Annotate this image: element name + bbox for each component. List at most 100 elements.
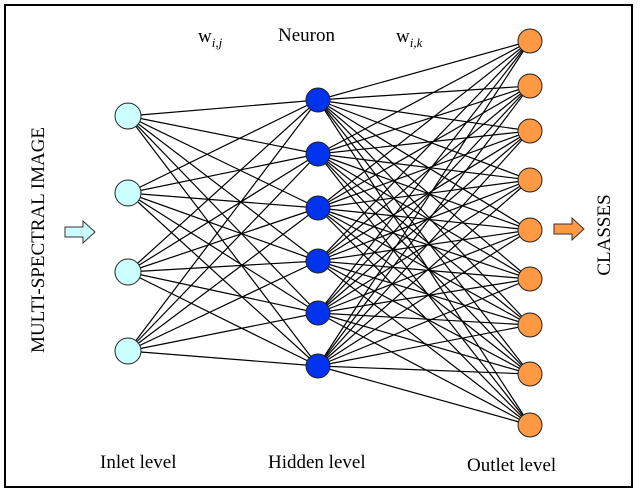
connection-hidden-output bbox=[317, 85, 531, 209]
connection-input-hidden bbox=[127, 99, 319, 117]
connection-input-hidden bbox=[127, 115, 319, 262]
connection-hidden-output bbox=[317, 99, 531, 326]
connection-hidden-output bbox=[317, 85, 531, 155]
weight-ij-label: wi,j bbox=[198, 26, 223, 50]
output-node bbox=[517, 361, 543, 387]
connection-hidden-output bbox=[317, 153, 531, 426]
output-node bbox=[517, 167, 543, 193]
connection-input-hidden bbox=[127, 207, 319, 352]
connection-hidden-output bbox=[317, 130, 531, 155]
connection-hidden-output bbox=[317, 130, 531, 262]
input-side-label-wrap: MULTI-SPECTRAL IMAGE bbox=[8, 95, 68, 385]
connection-input-hidden bbox=[127, 192, 319, 262]
connection-input-hidden bbox=[127, 99, 319, 273]
output-node bbox=[517, 217, 543, 243]
connection-hidden-output bbox=[317, 85, 531, 262]
connection-hidden-output bbox=[317, 153, 531, 181]
connection-hidden-output bbox=[317, 153, 531, 231]
input-node bbox=[114, 258, 142, 286]
connection-input-hidden bbox=[127, 192, 319, 209]
connection-hidden-output bbox=[317, 40, 531, 367]
hidden-node bbox=[305, 248, 331, 274]
connection-hidden-output bbox=[317, 179, 531, 209]
connection-hidden-output bbox=[317, 99, 531, 426]
connection-hidden-output bbox=[317, 324, 531, 367]
connection-hidden-output bbox=[317, 99, 531, 375]
hidden-node bbox=[305, 300, 331, 326]
connection-hidden-output bbox=[317, 365, 531, 426]
connection-input-hidden bbox=[127, 115, 319, 209]
connection-hidden-output bbox=[317, 85, 531, 367]
connection-hidden-output bbox=[317, 99, 531, 280]
connection-hidden-output bbox=[317, 260, 531, 375]
inlet-level-label: Inlet level bbox=[100, 452, 177, 473]
connection-hidden-output bbox=[317, 278, 531, 314]
input-arrow-icon bbox=[64, 219, 96, 245]
connection-hidden-output bbox=[317, 207, 531, 426]
diagram-frame bbox=[4, 4, 633, 488]
connection-hidden-output bbox=[317, 179, 531, 314]
input-node bbox=[114, 179, 142, 207]
connection-input-hidden bbox=[127, 312, 319, 352]
input-node bbox=[114, 337, 142, 365]
hidden-node bbox=[305, 87, 331, 113]
connection-hidden-output bbox=[317, 365, 531, 375]
connection-hidden-output bbox=[317, 99, 531, 132]
connection-input-hidden bbox=[127, 99, 319, 352]
connection-hidden-output bbox=[317, 207, 531, 375]
output-node bbox=[517, 312, 543, 338]
connection-hidden-output bbox=[317, 278, 531, 367]
hidden-node bbox=[305, 141, 331, 167]
connection-hidden-output bbox=[317, 40, 531, 101]
outlet-level-label: Outlet level bbox=[467, 455, 557, 476]
connection-hidden-output bbox=[317, 207, 531, 231]
connection-hidden-output bbox=[317, 229, 531, 262]
connection-hidden-output bbox=[317, 312, 531, 426]
neuron-label: Neuron bbox=[278, 25, 335, 46]
connection-input-hidden bbox=[127, 350, 319, 367]
connection-input-hidden bbox=[127, 207, 319, 273]
connection-hidden-output bbox=[317, 130, 531, 314]
connection-hidden-output bbox=[317, 99, 531, 231]
connection-input-hidden bbox=[127, 115, 319, 314]
connection-hidden-output bbox=[317, 40, 531, 262]
output-node bbox=[517, 118, 543, 144]
connection-hidden-output bbox=[317, 179, 531, 262]
connection-hidden-output bbox=[317, 312, 531, 375]
hidden-node bbox=[305, 195, 331, 221]
connection-hidden-output bbox=[317, 85, 531, 101]
connection-hidden-output bbox=[317, 40, 531, 209]
connection-hidden-output bbox=[317, 179, 531, 367]
connection-hidden-output bbox=[317, 229, 531, 367]
connection-hidden-output bbox=[317, 99, 531, 181]
output-arrow-icon bbox=[553, 216, 585, 242]
output-node bbox=[517, 28, 543, 54]
connection-input-hidden bbox=[127, 260, 319, 273]
connection-hidden-output bbox=[317, 40, 531, 314]
connection-input-hidden bbox=[127, 271, 319, 314]
connection-hidden-output bbox=[317, 260, 531, 280]
connection-hidden-output bbox=[317, 260, 531, 326]
connection-hidden-output bbox=[317, 85, 531, 314]
connection-input-hidden bbox=[127, 153, 319, 194]
output-side-label-wrap: CLASSES bbox=[580, 150, 630, 320]
output-side-label: CLASSES bbox=[594, 194, 615, 276]
hidden-level-label: Hidden level bbox=[268, 452, 366, 473]
output-node bbox=[517, 73, 543, 99]
weight-ik-label: wi,k bbox=[396, 26, 423, 50]
connection-input-hidden bbox=[127, 153, 319, 352]
connection-input-hidden bbox=[127, 260, 319, 352]
connection-hidden-output bbox=[317, 229, 531, 314]
connection-hidden-output bbox=[317, 312, 531, 326]
connection-hidden-output bbox=[317, 153, 531, 280]
output-node bbox=[517, 412, 543, 438]
connection-input-hidden bbox=[127, 115, 319, 155]
connection-hidden-output bbox=[317, 207, 531, 280]
connection-hidden-output bbox=[317, 40, 531, 155]
connection-input-hidden bbox=[127, 99, 319, 194]
input-side-label: MULTI-SPECTRAL IMAGE bbox=[28, 126, 49, 354]
connection-input-hidden bbox=[127, 115, 319, 367]
connection-input-hidden bbox=[127, 153, 319, 273]
connection-hidden-output bbox=[317, 153, 531, 375]
